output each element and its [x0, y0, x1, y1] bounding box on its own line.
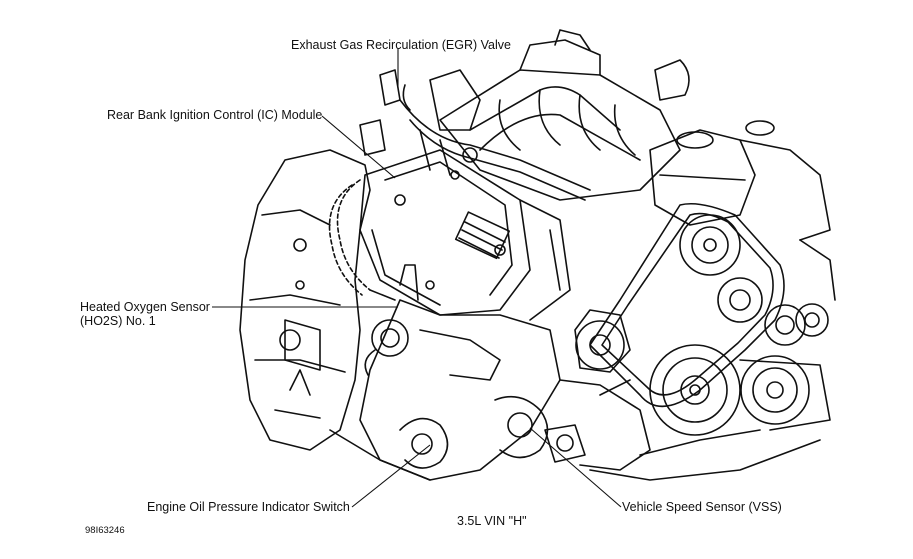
transaxle-housing: [239, 149, 371, 451]
vss-leader-line: [529, 427, 622, 508]
ic-module-leader-line: [321, 115, 396, 179]
ic-module-label: Rear Bank Ignition Control (IC) Module: [107, 108, 323, 122]
ho2s-label-line1: Heated Oxygen Sensor: [80, 300, 210, 314]
oil-switch-leader-line: [351, 444, 431, 508]
egr-tubes: [359, 99, 591, 201]
wiring-harness: [328, 179, 396, 301]
intake-manifold: [379, 29, 690, 201]
leader-lines: [212, 48, 622, 508]
vss-label: Vehicle Speed Sensor (VSS): [622, 500, 782, 514]
coolant-reservoir: [649, 120, 831, 241]
ho2s-label-line2: (HO2S) No. 1: [80, 314, 156, 328]
belt-drive: [574, 202, 836, 436]
figure-code: 98I63246: [85, 525, 125, 536]
egr-valve-label: Exhaust Gas Recirculation (EGR) Valve: [291, 38, 511, 52]
engine-lower: [329, 264, 821, 481]
engine-caption: 3.5L VIN "H": [457, 514, 527, 528]
valve-cover: [359, 149, 571, 321]
oil-pressure-switch-label: Engine Oil Pressure Indicator Switch: [147, 500, 350, 514]
